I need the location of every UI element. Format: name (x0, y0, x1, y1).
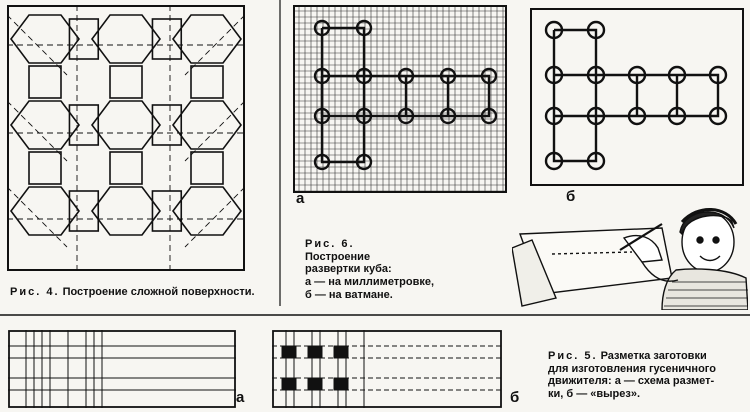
net-vertex (544, 20, 564, 40)
cutout-square (307, 345, 323, 359)
net-vertex (355, 19, 373, 37)
square (28, 65, 62, 99)
net-outline (320, 26, 366, 164)
hexagon (172, 14, 242, 64)
cutout-square (333, 377, 349, 391)
fig5-label-b: б (510, 389, 520, 406)
square (68, 104, 100, 146)
net-vertex (439, 107, 457, 125)
hexagon (91, 100, 161, 150)
fig5-label-a: а (236, 389, 245, 406)
net-vertex (667, 65, 687, 85)
hexagon (172, 186, 242, 236)
net-vertex (313, 67, 331, 85)
cutout-square (281, 345, 297, 359)
net-vertex (586, 65, 606, 85)
net-vertex (355, 67, 373, 85)
cutout-square (307, 377, 323, 391)
fig4-caption: Рис. 4. Построение сложной поверхности. (10, 286, 255, 298)
square (190, 151, 224, 185)
guide-line (184, 100, 245, 162)
guide-line (184, 186, 245, 248)
square (151, 104, 183, 146)
hexagon (10, 14, 80, 64)
net-vertex (313, 19, 331, 37)
square (151, 190, 183, 232)
net-vertex (480, 107, 498, 125)
net-vertex (397, 107, 415, 125)
net-outline (552, 28, 598, 163)
fig5b-cutout (272, 330, 502, 408)
cutout-square (281, 377, 297, 391)
cutout-square (333, 345, 349, 359)
net-vertex (544, 151, 564, 171)
guide-line (7, 14, 68, 76)
square (190, 65, 224, 99)
net-vertex (586, 20, 606, 40)
fig6-label-a: а (296, 190, 305, 207)
net-vertex (627, 65, 647, 85)
hexagon (10, 186, 80, 236)
fig4-pattern (7, 5, 245, 271)
divider-top-bottom (0, 314, 750, 316)
net-vertex (313, 107, 331, 125)
net-vertex (667, 106, 687, 126)
hexagon (172, 100, 242, 150)
net-vertex (355, 153, 373, 171)
net-vertex (544, 106, 564, 126)
fig5a-marking-scheme (8, 330, 236, 408)
guide-line (7, 100, 68, 162)
hexagon (91, 186, 161, 236)
square (68, 190, 100, 232)
fig5-caption: Рис. 5. Разметка заготовки для изготовле… (548, 350, 716, 400)
hexagon (10, 100, 80, 150)
fig6-label-b: б (566, 188, 576, 205)
net-vertex (586, 151, 606, 171)
guide-line (184, 14, 245, 76)
square (109, 151, 143, 185)
boy-drawing-illustration (512, 208, 748, 310)
net-vertex (439, 67, 457, 85)
fig6-caption: Рис. 6. Построение развертки куба: а — н… (305, 238, 435, 301)
net-vertex (544, 65, 564, 85)
square (28, 151, 62, 185)
net-vertex (480, 67, 498, 85)
fig6b-whatman (530, 8, 744, 186)
net-vertex (627, 106, 647, 126)
square (68, 18, 100, 60)
net-vertex (586, 106, 606, 126)
hexagon (91, 14, 161, 64)
square (109, 65, 143, 99)
net-vertex (708, 106, 728, 126)
fig6a-graph-paper (293, 5, 507, 193)
net-vertex (313, 153, 331, 171)
net-vertex (355, 107, 373, 125)
net-vertex (708, 65, 728, 85)
guide-line (7, 186, 68, 248)
divider-vertical (279, 0, 281, 306)
square (151, 18, 183, 60)
net-vertex (397, 67, 415, 85)
